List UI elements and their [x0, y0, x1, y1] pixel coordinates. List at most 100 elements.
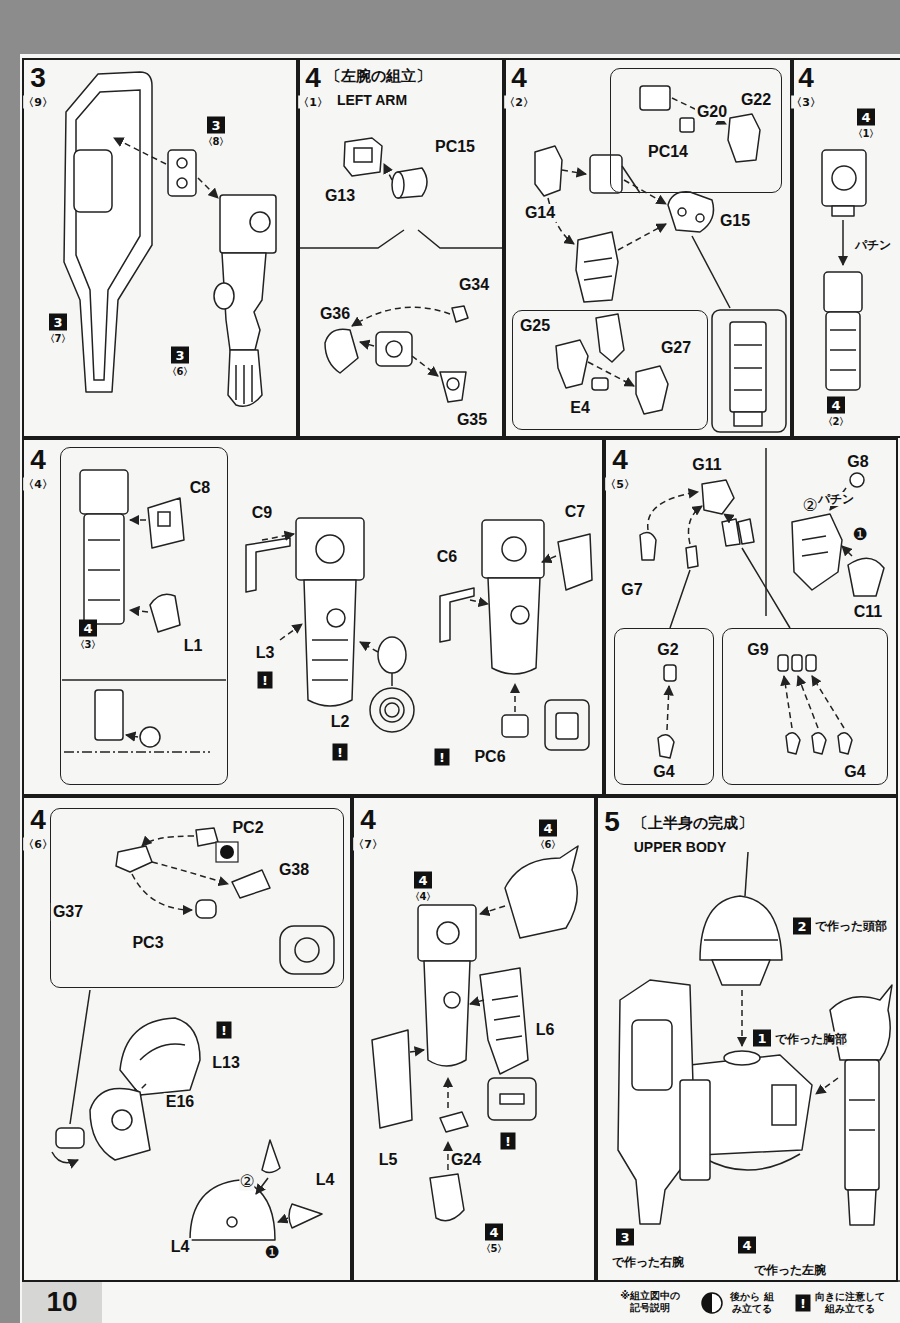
detail-inset: G9G4 [722, 628, 888, 785]
step-panel: 4〈6〉PC2G38G37PC3 [22, 796, 352, 1282]
forearm-cover-illustration [511, 606, 529, 624]
forearm-cover-illustration [327, 609, 345, 627]
elbow-parts-illustration [618, 224, 666, 250]
step-reference: 3 [616, 1229, 634, 1246]
elbow-parts-illustration [584, 258, 612, 280]
shield-arm-illustration [76, 90, 140, 380]
left-arm-parts-illustration [440, 372, 466, 402]
upper-body-illustration [618, 852, 892, 1225]
elbow-parts-illustration [624, 180, 666, 204]
shoulder-illustration [190, 1180, 275, 1240]
shield-arm-illustration [198, 178, 218, 198]
shoulder-illustration [52, 828, 334, 1240]
forearm-cover-illustration [126, 735, 138, 737]
forearm-cover-illustration [95, 690, 123, 740]
forearm-cover-illustration [556, 713, 578, 739]
step-reference: 2 [793, 918, 811, 935]
orientation-mark: ! [217, 1022, 232, 1039]
step-number: 4 [305, 63, 321, 93]
left-arm-parts-illustration [325, 329, 358, 373]
step-substep: 〈2〉 [504, 96, 534, 109]
assembly-note: で作った右腕 [612, 1255, 684, 1270]
part-number: L4 [169, 1238, 192, 1256]
left-arm-parts-illustration [386, 341, 402, 357]
elbow-parts-illustration [562, 170, 586, 174]
hand-illustration [784, 676, 792, 728]
step-panel: 4〈4〉C8L1 [22, 438, 604, 796]
step-number: 4 [798, 63, 814, 93]
step-reference: 4 [485, 1224, 503, 1241]
left-arm-parts-illustration [300, 230, 502, 248]
upper-body-illustration [680, 1080, 710, 1180]
part-number: G14 [523, 204, 557, 222]
arm-armor-illustration [470, 1000, 484, 1004]
elbow-parts-illustration [535, 86, 786, 432]
part-number: G20 [695, 103, 729, 121]
legend-symbol [702, 1293, 712, 1313]
shoulder-illustration [142, 836, 194, 846]
elbow-parts-illustration [556, 340, 588, 388]
shield-arm-illustration [64, 72, 276, 406]
step-substep: 〈6〉 [23, 838, 53, 851]
left-arm-parts-illustration [360, 342, 374, 346]
arm-armor-illustration [447, 1078, 449, 1108]
orientation-mark: ! [258, 672, 273, 689]
hand-illustration [765, 448, 767, 616]
left-arm-parts-illustration [376, 332, 412, 366]
hand-illustration [640, 532, 656, 560]
part-number: G4 [842, 763, 867, 781]
forearm-cover-illustration [558, 534, 592, 590]
step-number: 5 [604, 807, 620, 837]
shield-arm-illustration [64, 72, 152, 392]
arm-armor-illustration [372, 1030, 412, 1128]
part-number: G35 [455, 411, 489, 429]
step-reference: 3 [49, 314, 67, 331]
elbow-parts-illustration [712, 310, 786, 432]
sequence-number: ❶ [852, 525, 867, 544]
page-number: 10 [46, 1287, 77, 1317]
part-number: G24 [449, 1151, 483, 1169]
step-reference: 3 [207, 117, 225, 134]
forearm-cover-illustration [380, 698, 404, 722]
hand-illustration [838, 733, 852, 754]
legend-text: 後から 組み立てる [726, 1291, 778, 1315]
part-number: G27 [659, 339, 693, 357]
forearm-cover-illustration [148, 498, 184, 548]
left-arm-parts-illustration [412, 356, 438, 376]
orientation-mark: ! [501, 1133, 516, 1150]
arm-armor-illustration [480, 968, 528, 1074]
left-arm-parts-illustration [354, 148, 372, 162]
step-panel: 4〈7〉 [352, 796, 596, 1282]
part-number: PC15 [433, 138, 477, 156]
part-number: PC3 [130, 934, 165, 952]
shoulder-illustration [112, 1110, 132, 1130]
shoulder-illustration [116, 846, 152, 872]
shield-arm-illustration [220, 195, 276, 253]
upper-body-illustration [712, 960, 770, 985]
assembly-note: で作った頭部 [815, 919, 887, 934]
elbow-parts-illustration [576, 232, 618, 302]
elbow-parts-illustration [640, 86, 670, 110]
arm-armor-illustration [437, 922, 459, 944]
shield-arm-illustration [177, 178, 187, 188]
step-reference: 3 [171, 347, 189, 364]
elbow-parts-illustration [734, 412, 762, 426]
forearm-cover-illustration [488, 578, 540, 674]
step-reference: 1 [753, 1030, 771, 1047]
shield-arm-illustration [250, 212, 270, 232]
step-number: 3 [30, 63, 46, 93]
step-heading-english: LEFT ARM [337, 92, 407, 108]
arm-armor-illustration [492, 996, 522, 1040]
shoulder-illustration [56, 1128, 84, 1148]
part-number: G7 [619, 581, 644, 599]
forearm-cover-illustration [150, 594, 180, 632]
legend-text: 向きに注意して 組み立てる [814, 1291, 886, 1315]
shield-arm-illustration [177, 158, 187, 168]
part-number: C7 [563, 503, 587, 521]
detail-inset: C8L1 [60, 447, 228, 785]
part-number: L2 [329, 713, 352, 731]
shield-arm-illustration [214, 283, 234, 309]
step-reference: 4 [414, 872, 432, 889]
